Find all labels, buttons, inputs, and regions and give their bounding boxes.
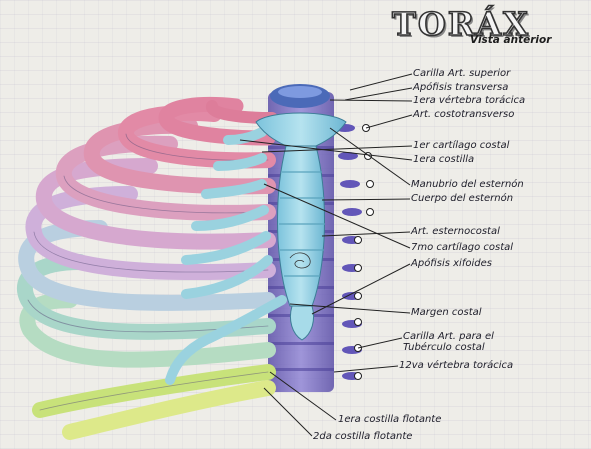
label-flotante-1: 1era costilla flotante	[338, 415, 441, 425]
label-vertebra-12: 12va vértebra torácica	[399, 361, 513, 371]
label-vertebra-1: 1era vértebra torácica	[413, 96, 525, 106]
ribs	[25, 105, 272, 433]
label-margen-costal: Margen costal	[411, 308, 482, 318]
label-costilla-1: 1era costilla	[413, 155, 474, 165]
label-manubrio: Manubrio del esternón	[411, 180, 524, 190]
label-costotransverso: Art. costotransverso	[413, 110, 514, 120]
label-cuerpo-esternon: Cuerpo del esternón	[411, 194, 513, 204]
label-carilla-tuberculo-1: Carilla Art. para el	[403, 332, 494, 342]
label-apofisis-transversa: Apófisis transversa	[413, 83, 508, 93]
label-cartilago-7: 7mo cartílago costal	[411, 243, 513, 253]
label-cartilago-1: 1er cartílago costal	[413, 141, 509, 151]
label-flotante-2: 2da costilla flotante	[313, 432, 412, 442]
label-esternocostal: Art. esternocostal	[411, 227, 500, 237]
diagram-subtitle: Vista anterior	[470, 34, 551, 46]
sternum-body	[277, 146, 324, 306]
label-carilla-superior: Carilla Art. superior	[413, 69, 510, 79]
label-carilla-tuberculo-2: Tubérculo costal	[403, 343, 485, 353]
label-xifoides: Apófisis xifoides	[411, 259, 492, 269]
